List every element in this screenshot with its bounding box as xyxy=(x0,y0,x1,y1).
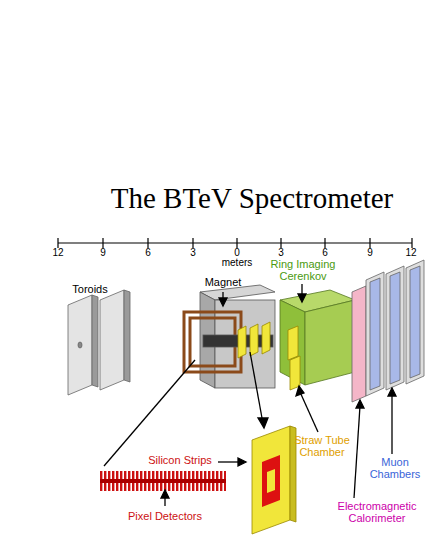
scale-number: 3 xyxy=(269,247,293,258)
part-label: Straw Tube Chamber xyxy=(291,434,353,458)
part-label: Muon Chambers xyxy=(367,456,423,480)
toroid-slabs xyxy=(68,290,130,395)
magnet xyxy=(184,285,275,388)
part-label: Toroids xyxy=(60,283,120,295)
title: The BTeV Spectrometer xyxy=(82,183,422,215)
scale-number: 6 xyxy=(313,247,337,258)
scale-number: 3 xyxy=(181,247,205,258)
pixel-plane xyxy=(252,426,296,534)
scale-number: 6 xyxy=(136,247,160,258)
part-label: Electromagnetic Calorimeter xyxy=(332,500,422,524)
scale-number: 12 xyxy=(399,247,423,258)
scale-number: 9 xyxy=(358,247,382,258)
rich-detector xyxy=(280,290,355,390)
part-label: Ring Imaging Cerenkov xyxy=(259,258,347,282)
part-label: Silicon Strips xyxy=(140,454,220,466)
scale-number: 12 xyxy=(46,247,70,258)
calorimeter-muon xyxy=(352,260,424,402)
silicon-strips xyxy=(100,471,226,491)
part-label: Pixel Detectors xyxy=(120,510,210,522)
leader-lines xyxy=(104,284,396,506)
part-label: Magnet xyxy=(193,276,253,288)
scale-number: 9 xyxy=(91,247,115,258)
scale-number: 0 xyxy=(225,247,249,258)
scale-unit: meters xyxy=(212,257,262,268)
scale-axis xyxy=(58,238,412,248)
